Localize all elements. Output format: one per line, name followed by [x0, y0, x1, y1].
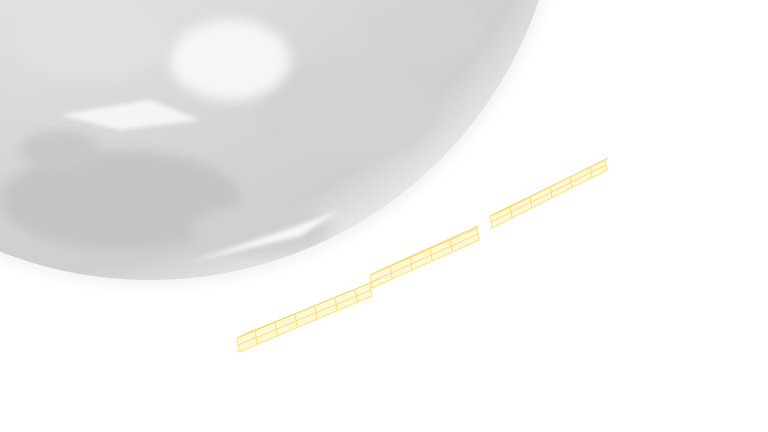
wireframe-segment-lower: [236, 278, 381, 353]
wireframe-satellite-icon: [236, 157, 609, 353]
wireframe-segment-middle: [369, 225, 480, 289]
wireframe-segment-upper: [489, 157, 609, 229]
earth-surface-detail: [0, 0, 480, 262]
earth-icon: [0, 0, 546, 286]
